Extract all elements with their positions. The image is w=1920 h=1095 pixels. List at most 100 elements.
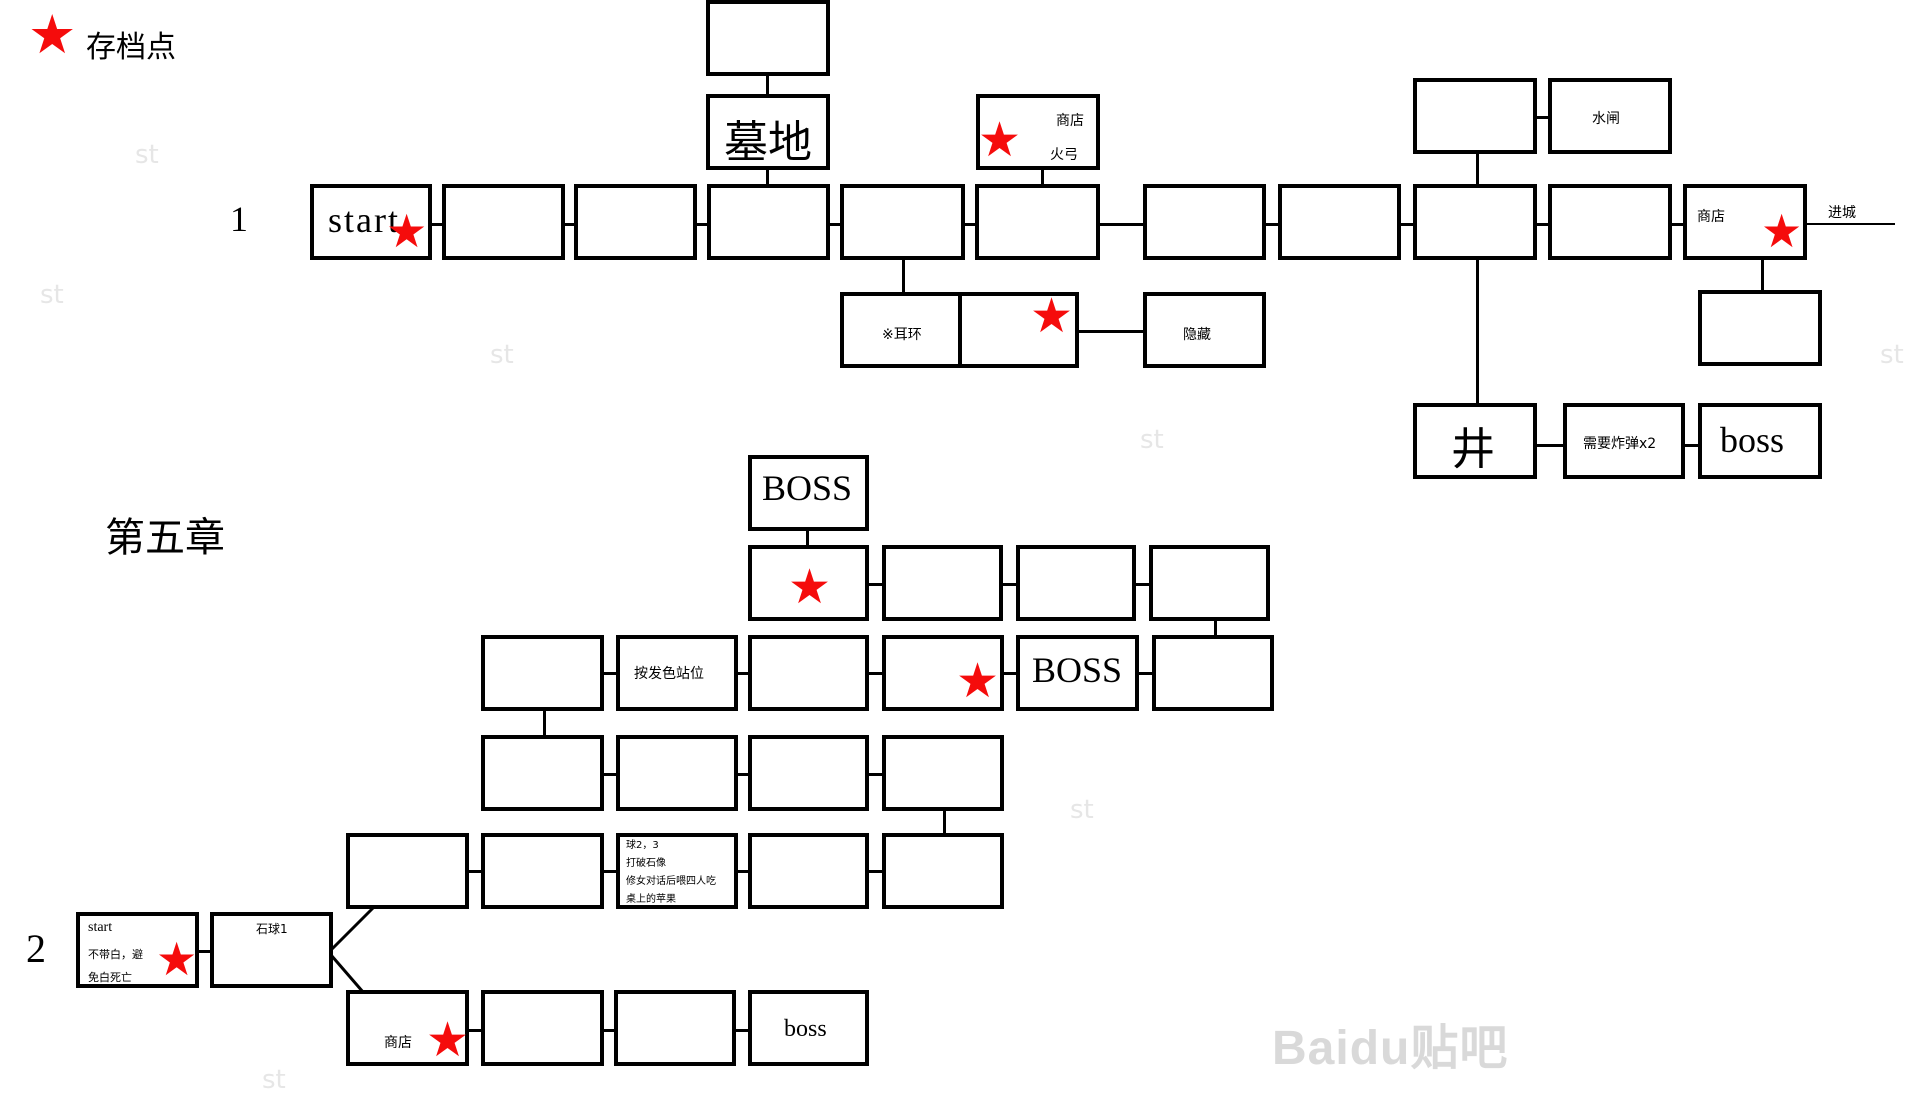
connector: [965, 223, 981, 226]
map-room: [614, 990, 736, 1066]
room-label: 商店: [384, 1035, 412, 1051]
connector: [432, 223, 448, 226]
connector: [869, 870, 885, 873]
map-room: [1278, 184, 1401, 260]
connector: [766, 73, 769, 97]
connector: [1683, 444, 1699, 447]
save-point-star-icon: ★: [1030, 288, 1074, 344]
map-room: [1016, 545, 1136, 621]
connector: [1266, 223, 1282, 226]
connector: [1476, 154, 1479, 184]
map-room-earring: ※耳环: [840, 292, 962, 368]
map-room: [1548, 184, 1672, 260]
map-room: [481, 990, 604, 1066]
map-room: [1413, 78, 1537, 154]
connector: [466, 1029, 482, 1032]
map-room: [1698, 290, 1822, 366]
room-label: boss: [784, 1016, 827, 1042]
note-line: 桌上的苹果: [626, 894, 676, 905]
room-label: 水闸: [1592, 111, 1620, 127]
room-label: 火弓: [1050, 147, 1078, 163]
note-line: 球2，3: [626, 840, 659, 851]
map-room-graveyard: 墓地: [706, 94, 830, 170]
connector: [329, 954, 365, 993]
connector: [601, 672, 616, 675]
room-label: BOSS: [762, 468, 853, 508]
save-point-star-icon: ★: [978, 112, 1022, 168]
connector: [466, 870, 482, 873]
map-room: [616, 735, 738, 811]
connector: [1761, 258, 1764, 292]
connector: [1807, 223, 1895, 225]
connector: [601, 1029, 616, 1032]
map-room-shop: 商店 ★: [1683, 184, 1807, 260]
map-room: [1152, 635, 1274, 711]
map-room-boss-mid: BOSS: [1016, 635, 1139, 711]
connector: [806, 529, 809, 545]
connector: [1401, 223, 1417, 226]
save-point-star-icon: ★: [426, 1012, 470, 1068]
connector: [1041, 169, 1044, 184]
connector: [1077, 330, 1147, 333]
map-room: ★: [748, 545, 869, 621]
room-label: ※耳环: [882, 327, 922, 343]
save-point-star-icon: ★: [156, 932, 198, 986]
map-room-start: start 不带白，避 免白死亡 ★: [76, 912, 199, 988]
save-point-star-icon: ★: [386, 204, 428, 258]
room-label: BOSS: [1032, 650, 1123, 690]
connector: [1476, 258, 1479, 403]
map-room-color-position: 按发色站位: [616, 635, 738, 711]
map-room-stone-ball: 石球1: [210, 912, 333, 988]
section-1-number: 1: [230, 199, 248, 239]
connector: [1001, 672, 1017, 675]
room-label: 按发色站位: [634, 666, 704, 682]
map-room: [840, 184, 965, 260]
connector: [866, 583, 882, 586]
map-room: [882, 545, 1003, 621]
room-note: 不带白，避: [88, 948, 143, 961]
connector: [1537, 223, 1553, 226]
room-label: 隐藏: [1183, 327, 1211, 343]
map-room: [481, 635, 604, 711]
note-line: 修女对话后喂四人吃: [626, 876, 716, 887]
room-note: 球2，3 打破石像 修女对话后喂四人吃 桌上的苹果: [626, 837, 716, 909]
chapter-title: 第五章: [105, 515, 225, 561]
map-room: [574, 184, 697, 260]
legend-star-icon: ★: [28, 3, 77, 66]
connector: [766, 169, 769, 184]
connector: [196, 950, 212, 953]
connector: [601, 870, 616, 873]
connector: [1672, 223, 1688, 226]
map-room: [748, 833, 869, 909]
room-label-enter-city: 进城: [1828, 205, 1856, 221]
save-point-star-icon: ★: [1761, 204, 1803, 258]
map-room-hidden: 隐藏: [1143, 292, 1266, 368]
room-label: 商店: [1697, 209, 1725, 225]
map-room-well: 井: [1413, 403, 1537, 479]
map-room: [481, 735, 604, 811]
room-label: 需要炸弹x2: [1583, 436, 1657, 452]
map-room-start: start ★: [310, 184, 432, 260]
map-room-statue-note: 球2，3 打破石像 修女对话后喂四人吃 桌上的苹果: [616, 833, 738, 909]
connector: [735, 1029, 748, 1032]
room-note: 免白死亡: [88, 971, 132, 984]
connector: [866, 672, 882, 675]
map-room-shop: 商店 ★: [346, 990, 469, 1066]
connector: [735, 672, 748, 675]
map-room-sluice: 水闸: [1548, 78, 1672, 154]
connector: [1000, 583, 1016, 586]
connector: [1214, 620, 1217, 636]
map-room: [882, 735, 1004, 811]
connector: [1532, 116, 1548, 119]
map-room: [975, 184, 1100, 260]
map-room: ★: [882, 635, 1004, 711]
baidu-tieba-watermark-logo: Baidu贴吧: [1272, 1022, 1509, 1075]
map-room: [706, 0, 830, 76]
legend-label: 存档点: [86, 30, 176, 65]
map-room: [748, 735, 869, 811]
map-room-boss-top: BOSS: [748, 455, 869, 531]
map-room: [1143, 184, 1266, 260]
room-label: 墓地: [724, 117, 812, 168]
connector: [601, 773, 616, 776]
